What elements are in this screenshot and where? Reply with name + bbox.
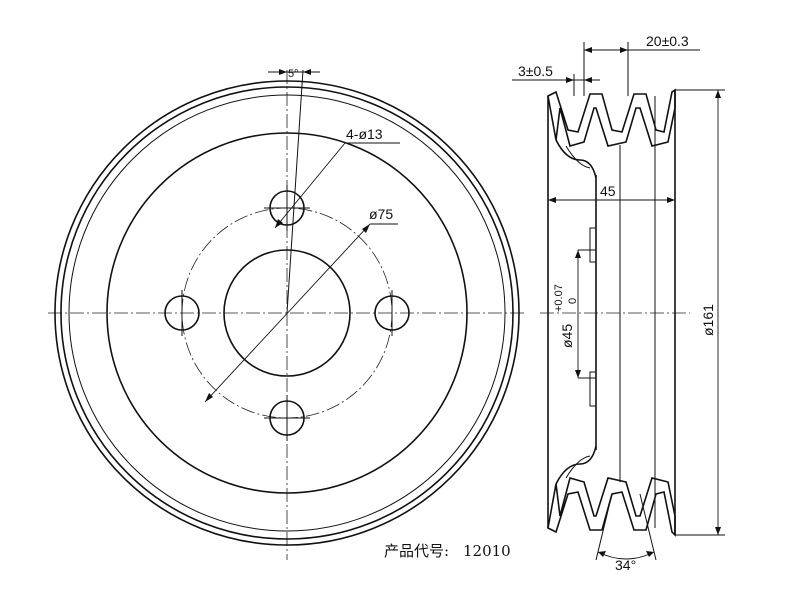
- hub-length-dimension: 45: [548, 183, 675, 203]
- rim-edge-circle: [68, 94, 506, 532]
- outer-diameter-label: ø161: [700, 304, 716, 336]
- caption: 产品代号: 12010: [384, 542, 511, 560]
- bottom-web-curve: [555, 445, 597, 485]
- bore-tol-upper: +0.07: [553, 284, 565, 312]
- groove-width-label: 3±0.5: [518, 63, 553, 79]
- angle-dimension: 5°: [268, 68, 320, 314]
- outer-diameter-dimension: ø161: [675, 89, 725, 536]
- bottom-groove-section: [547, 477, 676, 537]
- product-code-label: 产品代号:: [384, 542, 449, 560]
- center-bore-circle: [223, 249, 351, 377]
- outer-rim-inner-circle: [60, 86, 514, 540]
- top-groove-section: [547, 88, 676, 147]
- pitch-dimension: 20±0.3: [583, 33, 700, 96]
- hub-section-top: [589, 227, 597, 263]
- bolt-holes: [164, 185, 410, 441]
- bore-label: ø45: [559, 324, 575, 348]
- top-web-curve: [555, 139, 597, 179]
- angle-label: 5°: [288, 68, 299, 80]
- pitch-label: 20±0.3: [646, 33, 689, 49]
- pcd-dimension: ø75: [204, 206, 398, 403]
- side-section-view: 20±0.3 3±0.5 45 ø45: [512, 33, 725, 573]
- front-view: 5° 4-ø13 ø75: [48, 68, 525, 560]
- hub-section-bottom: [589, 371, 597, 407]
- groove-angle-dimension: 34°: [595, 493, 657, 573]
- bore-dimension: ø45 +0.07 0: [553, 249, 596, 379]
- pcd-label: ø75: [369, 206, 393, 222]
- groove-angle-label: 34°: [615, 557, 636, 573]
- outer-rim-circle: [54, 80, 520, 546]
- web-circle: [106, 132, 468, 494]
- holes-label: 4-ø13: [346, 126, 383, 142]
- holes-dimension: 4-ø13: [274, 126, 400, 229]
- product-code-value: 12010: [463, 542, 511, 560]
- bore-depth-label: 45: [600, 183, 616, 199]
- groove-width-dimension: 3±0.5: [512, 63, 600, 96]
- bore-tol-lower: 0: [567, 298, 579, 304]
